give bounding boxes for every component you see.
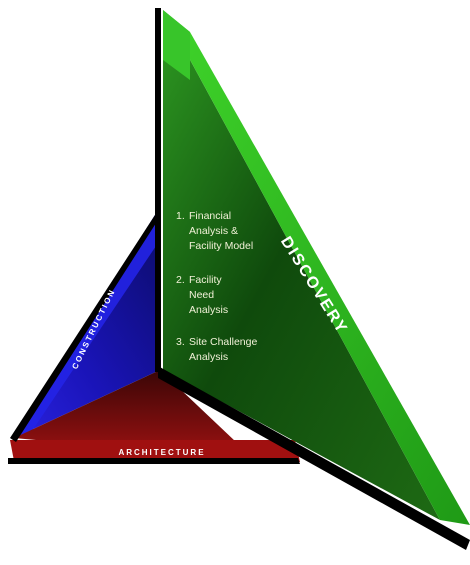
svg-text:Site Challenge: Site Challenge [189,336,257,348]
svg-text:Analysis: Analysis [189,351,228,363]
vertical-spine [155,8,161,372]
svg-text:3.: 3. [176,336,185,348]
svg-text:Facility: Facility [189,274,222,286]
architecture-label: ARCHITECTURE [118,448,205,457]
svg-text:1.: 1. [176,210,185,222]
svg-text:Need: Need [189,289,214,301]
svg-text:Analysis &: Analysis & [189,225,238,237]
svg-text:Analysis: Analysis [189,304,228,316]
svg-text:2.: 2. [176,274,185,286]
svg-text:Financial: Financial [189,210,231,222]
svg-text:Facility Model: Facility Model [189,240,253,252]
architecture-edge [8,458,300,464]
